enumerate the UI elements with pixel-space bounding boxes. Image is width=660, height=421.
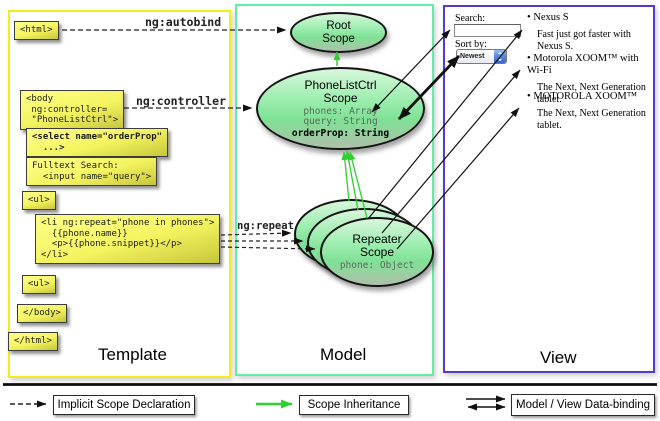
model-panel xyxy=(235,4,434,376)
template-panel-title: Template xyxy=(98,345,167,364)
phone-name: Nexus S xyxy=(533,12,569,23)
code-box-fulltext-search: Fulltext Search: <input name="query"> xyxy=(26,157,158,186)
legend-implicit-scope-box: Implicit Scope Declaration xyxy=(53,395,195,415)
code-box-html-close: </html> xyxy=(8,332,58,351)
code-box-body-close: </body> xyxy=(17,304,67,323)
model-panel-title: Model xyxy=(320,345,367,364)
legend-data-binding-box: Model / View Data-binding xyxy=(511,394,655,416)
repeater-scope-title: Repeater Scope xyxy=(352,231,402,259)
phonelistctrl-scope-props: phones: Array query: String xyxy=(303,105,378,127)
phonelistctrl-scope-title: PhoneListCtrl Scope xyxy=(304,77,377,105)
phone-snippet: The Next, Next Generation tablet. xyxy=(537,108,646,131)
phonelistctrl-scope-ellipse: PhoneListCtrl Scope phones: Array query:… xyxy=(256,67,425,150)
code-box-ul-close: <ul> xyxy=(22,275,56,294)
search-input[interactable] xyxy=(454,24,521,37)
code-box-body-open: <body ng:controller= "PhoneListCtrl"> xyxy=(20,90,125,130)
ng-repeat-label: ng:repeat xyxy=(237,220,294,232)
phone-snippet: The Next, Next Generation tablet. xyxy=(537,82,646,105)
repeater-scope-ellipse-front: Repeater Scope phone: Object xyxy=(320,217,434,287)
code-box-ul-open: <ul> xyxy=(22,191,56,210)
phone-name: Motorola XOOM™ with Wi-Fi xyxy=(527,53,639,76)
root-scope-ellipse: Root Scope xyxy=(290,12,387,53)
code-box-html-open: <html> xyxy=(14,21,59,40)
code-box-select: <select name="orderProp" ...> xyxy=(26,128,169,157)
sort-dropdown-value: Newest xyxy=(460,53,485,60)
search-label: Search: xyxy=(455,13,485,24)
ng-controller-label: ng:controller xyxy=(136,94,227,108)
root-scope-title: Root Scope xyxy=(322,19,355,45)
ng-autobind-label: ng:autobind xyxy=(145,15,222,29)
view-panel-title: View xyxy=(540,348,577,367)
bullet-icon: • xyxy=(527,12,531,23)
phone-name: MOTOROLA XOOM™ xyxy=(533,91,638,102)
phonelistctrl-scope-orderprop: orderProp: String xyxy=(291,127,390,139)
code-box-li-repeat: <li ng:repeat="phone in phones"> {{phone… xyxy=(35,214,221,264)
legend-scope-inheritance-box: Scope Inheritance xyxy=(299,395,409,415)
phone-snippet: Fast just got faster with Nexus S. xyxy=(537,29,631,52)
phone-list-item: • Nexus S Fast just got faster with Nexu… xyxy=(527,12,649,53)
dropdown-stepper-icon xyxy=(494,50,506,63)
bullet-icon: • xyxy=(527,53,531,64)
phone-list-item: • Motorola XOOM™ with Wi-Fi The Next, Ne… xyxy=(527,53,649,106)
sort-dropdown[interactable]: Newest xyxy=(456,49,507,64)
repeater-scope-prop: phone: Object xyxy=(339,259,415,271)
phone-list-item: • MOTOROLA XOOM™ The Next, Next Generati… xyxy=(527,91,649,132)
bullet-icon: • xyxy=(527,91,531,102)
